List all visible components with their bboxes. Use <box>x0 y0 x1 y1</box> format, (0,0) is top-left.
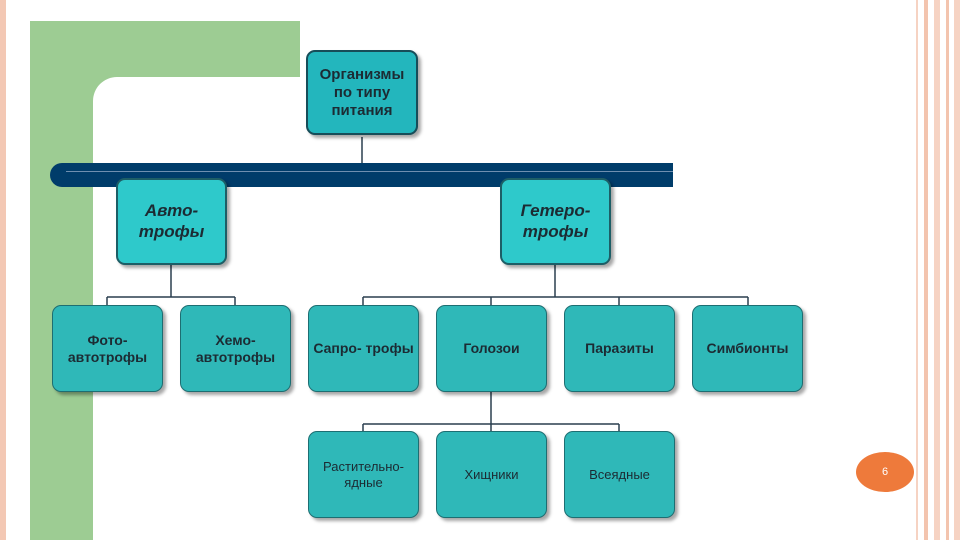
page-number: 6 <box>881 466 889 478</box>
node-chemoautotrophs-label: Хемо- автотрофы <box>195 331 276 365</box>
node-autotrophs-label: Авто- трофы <box>138 201 205 241</box>
node-heterotrophs-label: Гетеро- трофы <box>520 201 591 241</box>
node-symbionts: Симбионты <box>692 305 803 392</box>
node-root-label: Организмы по типу питания <box>319 65 405 119</box>
node-root: Организмы по типу питания <box>306 50 418 135</box>
node-herbivores: Растительно- ядные <box>308 431 419 518</box>
node-autotrophs: Авто- трофы <box>116 178 227 265</box>
node-parasites-label: Паразиты <box>585 340 654 357</box>
right-frame-stripes <box>916 0 960 540</box>
node-heterotrophs: Гетеро- трофы <box>500 178 611 265</box>
node-photoautotrophs-label: Фото- автотрофы <box>67 331 148 365</box>
node-photoautotrophs: Фото- автотрофы <box>52 305 163 392</box>
node-predators-label: Хищники <box>464 466 519 482</box>
left-frame-stripe <box>0 0 6 540</box>
horizontal-bar-highlight <box>66 171 673 172</box>
node-saprotrophs: Сапро- трофы <box>308 305 419 392</box>
node-parasites: Паразиты <box>564 305 675 392</box>
node-holozoa-label: Голозои <box>463 340 520 357</box>
node-predators: Хищники <box>436 431 547 518</box>
page-number-badge: 6 <box>856 452 914 492</box>
node-omnivores-label: Всеядные <box>589 466 650 482</box>
node-herbivores-label: Растительно- ядные <box>323 458 404 490</box>
node-omnivores: Всеядные <box>564 431 675 518</box>
node-symbionts-label: Симбионты <box>706 340 789 357</box>
node-chemoautotrophs: Хемо- автотрофы <box>180 305 291 392</box>
node-saprotrophs-label: Сапро- трофы <box>313 340 414 357</box>
node-holozoa: Голозои <box>436 305 547 392</box>
